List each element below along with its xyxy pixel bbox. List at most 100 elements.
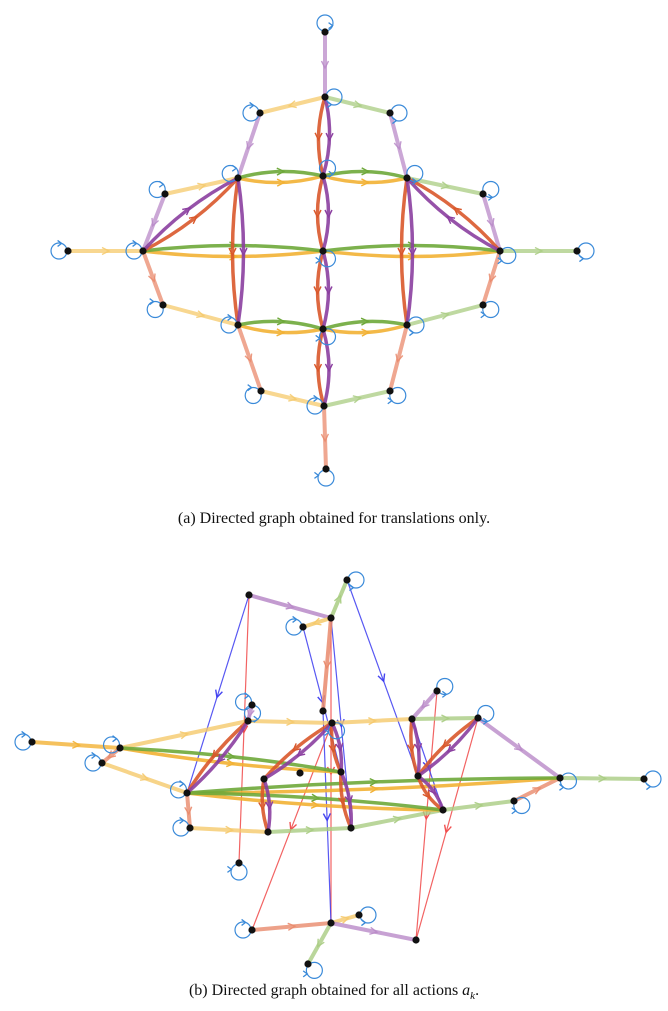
edge-outer-13 [161,303,240,327]
edge-row-17-arrow [287,922,297,931]
node-r2b [260,775,268,783]
edge-core-6-b-arrow [335,742,344,752]
edge-inner-4-b-arrow [276,317,286,326]
diagram-all-actions-graph [14,571,662,979]
loop-far_r-arrow [646,783,652,791]
edge-vertical-4 [186,594,250,794]
action-subscript: k [470,990,476,1003]
edge-row-20-arrow [317,938,325,948]
edge-inner-0-a [236,174,325,185]
edge-inner-8-a-arrow [313,286,322,296]
edge-row-8-arrow [139,773,150,781]
edge-inner-11-a [316,327,326,408]
edge-vertical-8-arrow [443,824,452,834]
edge-core-4-b-arrow [296,748,306,757]
edge-core-1-b-arrow [369,778,379,787]
loop-b2-arrow [313,394,319,402]
edge-row-4-arrow [441,714,451,723]
loop-br-arrow [387,397,393,405]
node-bot [322,465,330,473]
edge-core-3-a [185,719,250,795]
edge-row-12 [349,808,445,830]
edge-outer-17 [259,389,326,408]
loop-sr-arrow [480,311,486,319]
edge-outer-5-arrow [197,182,207,191]
edge-inner-0-a-arrow [276,178,286,187]
action-symbol: a [462,982,471,999]
node-r2l [183,789,191,797]
edge-row-2-arrow [286,717,296,727]
edge-core-5-b-arrow [265,801,274,811]
edge-inner-8-b [321,249,331,331]
edge-core-10-a-arrow [441,739,451,749]
edge-inner-12-a [141,176,240,253]
loop-r1a-arrow [253,715,259,723]
edge-inner-6-a [230,176,240,327]
loop-s1-arrow [91,751,97,759]
edge-inner-1-b [321,169,409,180]
loop-r1b-arrow [324,728,330,736]
edge-inner-0-b [236,169,325,180]
loop-far_r-arrow [579,255,585,263]
edge-outer-17-arrow [288,393,298,402]
edge-inner-11-b-arrow [324,363,334,373]
node-lc [319,325,327,333]
edge-vertical-2 [346,579,419,777]
edge-row-10 [188,826,270,834]
edge-top-3 [321,616,333,713]
edge-core-5-b [262,777,272,834]
caption-b: (b) Directed graph obtained for all acti… [0,982,668,1002]
edge-outer-16 [388,323,409,393]
edge-row-18-arrow [340,915,350,924]
loop-b5 [305,961,323,979]
edge-outer-15 [236,323,263,393]
edge-inner-1-a [321,174,409,185]
edge-outer-12 [481,249,502,307]
edge-inner-10-a [316,95,327,178]
edge-row-4 [410,716,480,721]
edge-outer-3-arrow [246,140,254,151]
edge-outer-5 [163,176,240,196]
edge-vertical-10-arrow [322,813,332,823]
loop-t2-arrow [327,101,333,109]
node-t2 [321,93,329,101]
edge-row-19-arrow [369,926,379,935]
edge-vertical-2-arrow [377,673,386,683]
edge-inner-9-a-arrow [397,247,406,257]
node-far_r [640,775,648,783]
edge-core-6-b [330,721,344,774]
edge-core-7-b [339,770,354,830]
loop-bl-arrow [247,384,253,392]
node-sr [479,301,487,309]
edge-core-9-b [416,774,445,812]
edge-vertical-4-arrow [215,689,223,699]
loop-r2r-arrow [559,783,565,791]
edge-top-1-arrow [333,594,342,604]
edge-core-0-a [118,746,343,774]
edge-row-5 [476,716,562,780]
loop-pb [436,677,454,696]
loop-sl-arrow [149,298,155,306]
edge-core-10-a [416,716,480,778]
edge-core-0-a-arrow [226,759,236,768]
edge-inner-12-a-arrow [188,215,198,225]
loop-r2l-arrow [179,780,185,788]
edge-outer-7 [141,192,167,253]
edge-inner-10-b-arrow [325,132,334,142]
node-r2d [414,772,422,780]
edge-core-1-b [185,776,562,795]
node-uc [319,172,327,180]
node-pb [433,687,441,695]
edge-inner-13-b [405,176,502,253]
edge-outer-18 [322,389,392,408]
node-top [321,28,329,36]
edge-outer-15-arrow [244,353,253,363]
edge-top-1 [329,578,349,620]
node-b2 [320,402,328,410]
edge-row-0 [30,740,122,750]
node-far_l [64,247,72,255]
edge-outer-7-arrow [151,217,159,228]
edge-outer-6-arrow [440,181,450,190]
edge-core-5-a-arrow [258,801,267,811]
edge-outer-1 [258,95,327,115]
